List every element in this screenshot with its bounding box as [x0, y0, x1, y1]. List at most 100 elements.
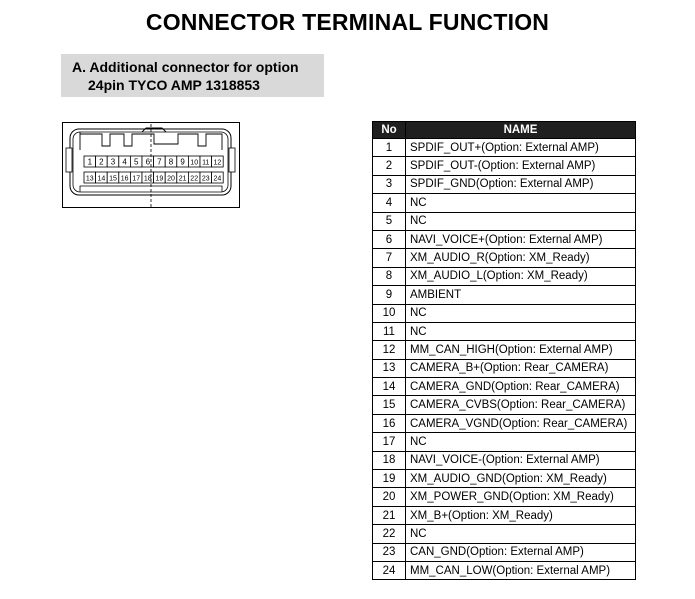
pin-number-cell: 9 — [372, 285, 406, 305]
pin-name-cell: XM_B+(Option: XM_Ready) — [405, 505, 636, 526]
pin-label: 15 — [109, 176, 117, 183]
top-row-pin-box — [211, 155, 224, 168]
column-header-no: No — [372, 121, 406, 139]
pin-name-cell: NC — [405, 211, 636, 231]
pin-label: 23 — [202, 176, 210, 183]
pin-number-cell: 19 — [372, 469, 406, 489]
pin-label: 10 — [190, 160, 198, 167]
pin-number-cell: 15 — [372, 395, 406, 415]
pin-number-cell: 16 — [372, 413, 406, 434]
pin-name-cell: SPDIF_OUT-(Option: External AMP) — [405, 156, 636, 176]
pin-name-cell: CAMERA_VGND(Option: Rear_CAMERA) — [405, 413, 636, 434]
pin-number-cell: 5 — [372, 211, 406, 231]
pin-label: 5 — [134, 158, 139, 167]
pin-name-cell: NC — [405, 524, 636, 544]
pin-name-cell: CAMERA_GND(Option: Rear_CAMERA) — [405, 377, 636, 397]
pin-label: 1 — [88, 158, 93, 167]
pin-label: 19 — [156, 176, 164, 183]
pin-name-cell: NC — [405, 303, 636, 323]
pin-label: 9 — [180, 158, 185, 167]
pin-number-cell: 23 — [372, 542, 406, 562]
pin-number-cell: 14 — [372, 377, 406, 397]
pin-number-cell: 22 — [372, 524, 406, 544]
pin-number-cell: 8 — [372, 266, 406, 287]
pin-label: 17 — [132, 176, 140, 183]
pin-name-cell: NAVI_VOICE-(Option: External AMP) — [405, 450, 636, 471]
page-title: CONNECTOR TERMINAL FUNCTION — [145, 9, 550, 35]
pin-label: 8 — [169, 158, 174, 167]
pin-label: 13 — [86, 176, 94, 183]
pin-name-cell: NC — [405, 432, 636, 452]
section-title: A. Additional connector for option — [72, 59, 299, 75]
pin-name-cell: NC — [405, 193, 636, 213]
pin-label: 14 — [98, 176, 106, 183]
pin-number-cell: 4 — [372, 193, 406, 213]
pin-label: 6 — [146, 158, 151, 167]
pin-name-cell: XM_AUDIO_L(Option: XM_Ready) — [405, 266, 636, 287]
pin-label: 24 — [214, 176, 222, 183]
pin-label: 20 — [167, 176, 175, 183]
pin-name-cell: XM_POWER_GND(Option: XM_Ready) — [405, 487, 636, 507]
pin-label: 18 — [144, 176, 152, 183]
section-header: A. Additional connector for option 24pin… — [61, 54, 324, 97]
pin-label: 3 — [111, 158, 116, 167]
pin-label: 2 — [99, 158, 104, 167]
connector-part-number: 24pin TYCO AMP 1318853 — [88, 77, 260, 93]
pin-name-cell: SPDIF_OUT+(Option: External AMP) — [405, 137, 636, 158]
pin-name-cell: MM_CAN_LOW(Option: External AMP) — [405, 560, 636, 581]
table-header-row: No NAME — [372, 121, 636, 139]
pin-number-cell: 20 — [372, 487, 406, 507]
pin-label: 11 — [202, 160, 209, 167]
pin-name-cell: AMBIENT — [405, 285, 636, 305]
pin-label: 16 — [121, 176, 129, 183]
pin-label: 21 — [179, 176, 187, 183]
pin-label: 7 — [157, 158, 162, 167]
pin-number-cell: 7 — [372, 248, 406, 268]
pin-number-cell: 13 — [372, 358, 406, 379]
pin-number-cell: 2 — [372, 156, 406, 176]
bottom-row-pin-box — [211, 171, 224, 184]
pin-name-cell: CAN_GND(Option: External AMP) — [405, 542, 636, 562]
pin-number-cell: 1 — [372, 137, 406, 158]
pin-label: 12 — [214, 160, 222, 167]
pin-name-cell: CAMERA_CVBS(Option: Rear_CAMERA) — [405, 395, 636, 415]
pin-number-cell: 21 — [372, 505, 406, 526]
pin-name-cell: CAMERA_B+(Option: Rear_CAMERA) — [405, 358, 636, 379]
column-header-name: NAME — [405, 121, 636, 139]
pin-name-cell: NC — [405, 321, 636, 342]
pin-number-cell: 12 — [372, 340, 406, 360]
pin-name-cell: MM_CAN_HIGH(Option: External AMP) — [405, 340, 636, 360]
pin-name-cell: XM_AUDIO_R(Option: XM_Ready) — [405, 248, 636, 268]
pin-number-cell: 11 — [372, 321, 406, 342]
pin-name-cell: SPDIF_GND(Option: External AMP) — [405, 174, 636, 195]
pin-number-cell: 18 — [372, 450, 406, 471]
pin-number-cell: 10 — [372, 303, 406, 323]
pin-number-cell: 3 — [372, 174, 406, 195]
pin-name-cell: XM_AUDIO_GND(Option: XM_Ready) — [405, 469, 636, 489]
pin-number-cell: 6 — [372, 229, 406, 250]
